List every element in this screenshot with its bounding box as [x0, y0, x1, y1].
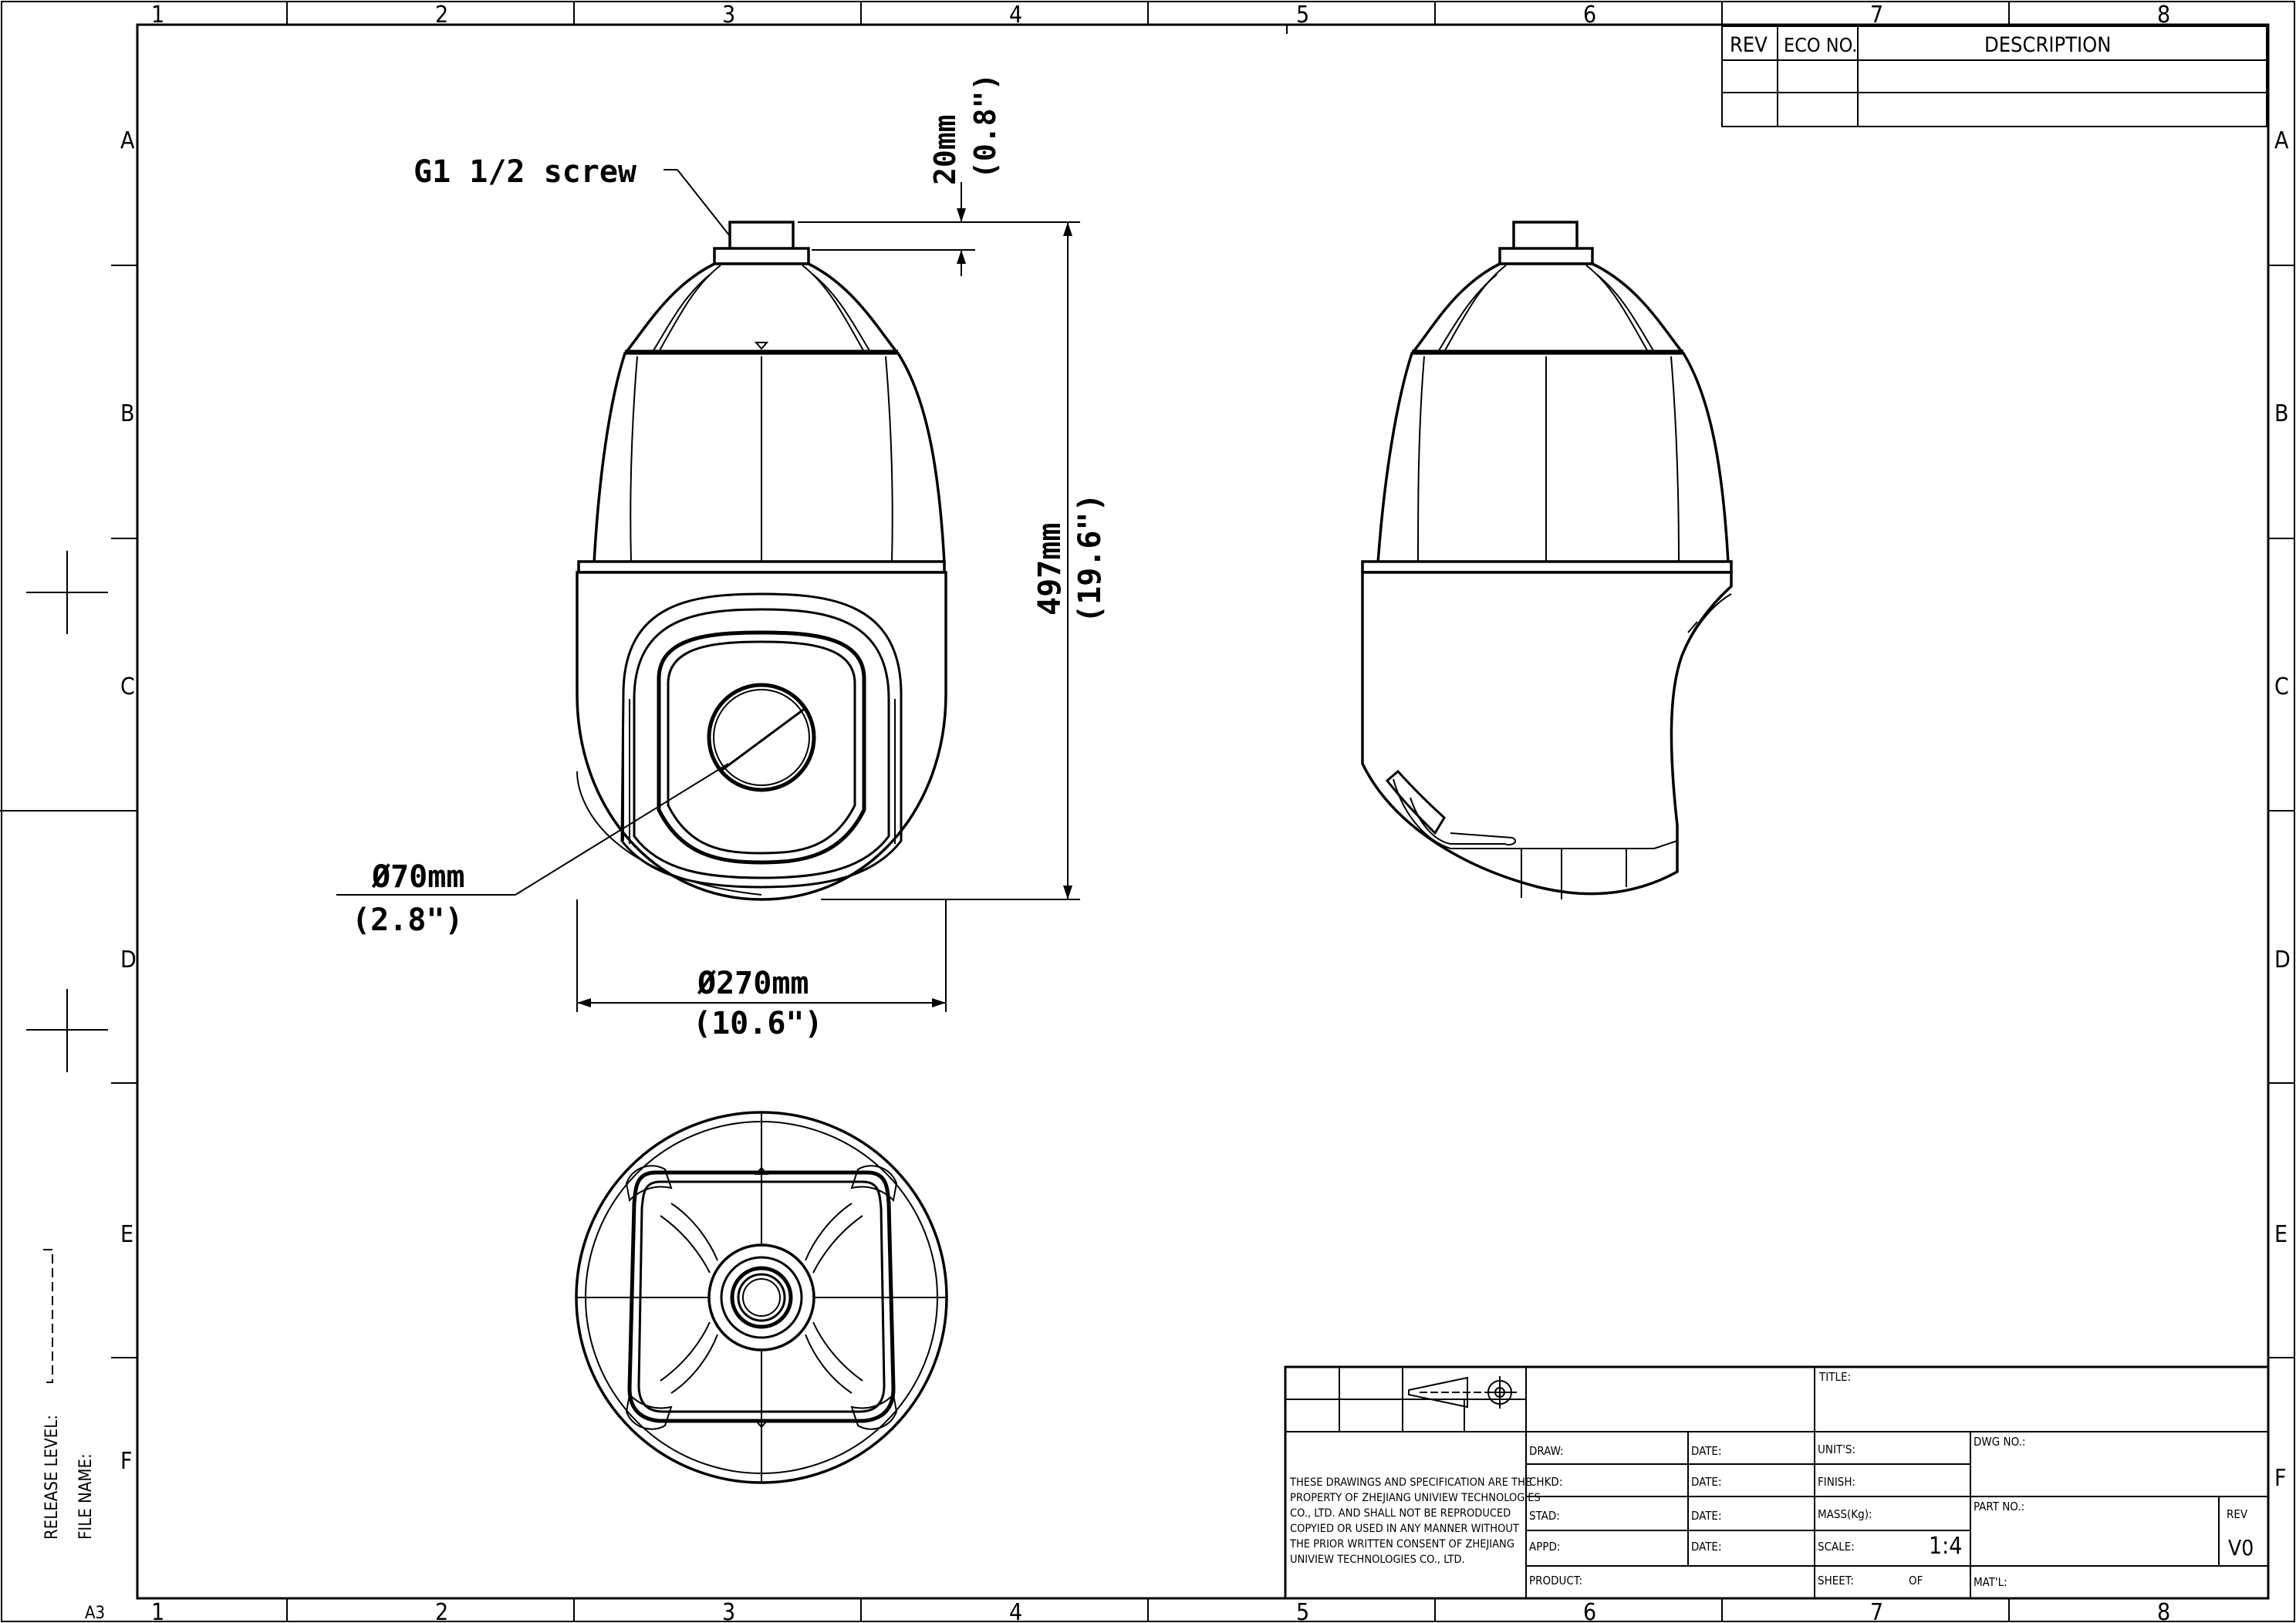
- row-label: D: [2274, 946, 2291, 973]
- row-label: C: [2274, 673, 2289, 700]
- col-label: 7: [1870, 1599, 1883, 1623]
- top-view: [575, 1111, 948, 1484]
- col-label: 5: [1296, 1599, 1309, 1623]
- product-label: PRODUCT:: [1529, 1574, 1582, 1588]
- notice-line: PROPERTY OF ZHEJIANG UNIVIEW TECHNOLOGIE…: [1290, 1492, 1541, 1504]
- rev-label: REV: [2227, 1507, 2248, 1521]
- scale-value: 1:4: [1929, 1533, 1962, 1560]
- projection-symbol-icon: [1408, 1376, 1517, 1409]
- registration-marks: [26, 551, 108, 1072]
- col-label: 3: [722, 1599, 735, 1623]
- units-label: UNIT'S:: [1818, 1442, 1855, 1456]
- release-level-block: RELEASE LEVEL: FILE NAME:: [42, 1249, 96, 1540]
- col-label: 2: [435, 1599, 448, 1623]
- col-label: 6: [1583, 1599, 1596, 1623]
- row-label: B: [120, 400, 135, 427]
- row-label: C: [120, 673, 135, 700]
- eco-header: ECO NO.: [1784, 34, 1857, 56]
- column-labels-top: 1 2 3 4 5 6 7 8: [151, 2, 2170, 29]
- height-dim-in: (19.6"): [1072, 493, 1108, 623]
- sheet-label: SHEET:: [1818, 1574, 1854, 1588]
- notice-line: COPYIED OR USED IN ANY MANNER WITHOUT: [1290, 1523, 1520, 1535]
- finish-label: FINISH:: [1818, 1475, 1855, 1489]
- release-level-label: RELEASE LEVEL:: [42, 1415, 62, 1540]
- row-labels-right: A B C D E F: [2274, 127, 2291, 1492]
- col-label: 5: [1296, 2, 1309, 29]
- draw-label: DRAW:: [1529, 1444, 1564, 1458]
- row-labels-left: A B C D E F: [120, 127, 137, 1475]
- description-header: DESCRIPTION: [1984, 33, 2111, 57]
- stad-label: STAD:: [1529, 1509, 1560, 1523]
- col-label: 1: [151, 1599, 164, 1623]
- row-label: F: [2274, 1465, 2287, 1492]
- part-no-label: PART NO.:: [1974, 1500, 2024, 1513]
- width-dim-in: (10.6"): [693, 1006, 823, 1041]
- notice-line: UNIVIEW TECHNOLOGIES CO., LTD.: [1290, 1554, 1465, 1566]
- revision-table: REV ECO NO. DESCRIPTION: [1721, 25, 2267, 127]
- dwg-no-label: DWG NO.:: [1974, 1435, 2025, 1449]
- title-block: THESE DRAWINGS AND SPECIFICATION ARE THE…: [1284, 1365, 2270, 1600]
- notice-line: CO., LTD. AND SHALL NOT BE REPRODUCED: [1290, 1507, 1511, 1520]
- file-name-label: FILE NAME:: [76, 1453, 96, 1540]
- col-label: 8: [2157, 2, 2170, 29]
- col-label: 6: [1583, 2, 1596, 29]
- height-dim-mm: 497mm: [1032, 523, 1068, 616]
- row-label: D: [120, 946, 137, 973]
- col-label: 8: [2157, 1599, 2170, 1623]
- top-dim-mm: 20mm: [928, 114, 962, 185]
- sheet-size-label: A3: [85, 1604, 105, 1623]
- rev-value: V0: [2228, 1535, 2254, 1561]
- col-label: 1: [151, 2, 164, 29]
- row-label: A: [2274, 127, 2289, 154]
- row-label: B: [2274, 400, 2289, 427]
- width-dim-mm: Ø270mm: [697, 966, 809, 1001]
- chkd-label: CHKD:: [1529, 1475, 1562, 1489]
- rev-header: REV: [1730, 33, 1768, 57]
- row-label: F: [120, 1448, 133, 1475]
- top-dim-in: (0.8"): [968, 73, 1002, 179]
- notice-line: THESE DRAWINGS AND SPECIFICATION ARE THE: [1289, 1476, 1531, 1489]
- date-label: DATE:: [1691, 1509, 1722, 1523]
- date-label: DATE:: [1691, 1444, 1722, 1458]
- col-label: 3: [722, 2, 735, 29]
- screw-label: G1 1/2 screw: [414, 154, 637, 190]
- mass-label: MASS(Kg):: [1818, 1507, 1872, 1521]
- row-label: E: [120, 1221, 133, 1248]
- column-labels-bottom: 1 2 3 4 5 6 7 8: [151, 1599, 2170, 1623]
- appd-label: APPD:: [1529, 1540, 1560, 1554]
- of-label: OF: [1909, 1574, 1923, 1588]
- inner-frame: [136, 23, 2270, 1600]
- title-label: TITLE:: [1818, 1370, 1851, 1384]
- col-label: 4: [1009, 2, 1022, 29]
- row-label: E: [2274, 1221, 2288, 1248]
- notice-line: THE PRIOR WRITTEN CONSENT OF ZHEJIANG: [1289, 1538, 1514, 1550]
- scale-label: SCALE:: [1818, 1540, 1855, 1554]
- dimensions: G1 1/2 screw 20mm (0.8") 497mm (19.6") Ø…: [336, 73, 1108, 1041]
- side-view: [1361, 221, 1733, 899]
- matl-label: MAT'L:: [1974, 1575, 2007, 1589]
- lens-dim-mm: Ø70mm: [371, 859, 464, 895]
- col-label: 4: [1009, 1599, 1022, 1623]
- front-view: [576, 221, 947, 901]
- lens-dim-in: (2.8"): [352, 903, 464, 938]
- row-label: A: [120, 127, 135, 154]
- date-label: DATE:: [1691, 1475, 1722, 1489]
- col-label: 7: [1870, 2, 1883, 29]
- date-label: DATE:: [1691, 1540, 1722, 1554]
- col-label: 2: [435, 2, 448, 29]
